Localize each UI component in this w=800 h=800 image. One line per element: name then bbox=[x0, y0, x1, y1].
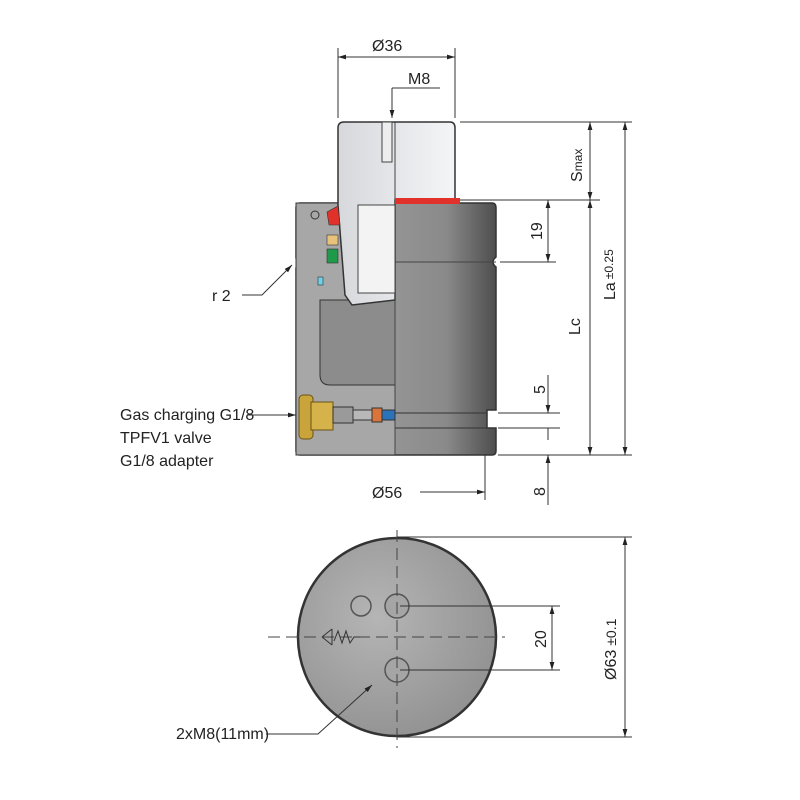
dim-stroke: Smax bbox=[569, 149, 586, 182]
dim-5: 5 bbox=[532, 385, 549, 394]
seal-red-band bbox=[395, 198, 460, 204]
dim-20: 20 bbox=[533, 630, 550, 648]
rod-inner bbox=[357, 204, 396, 294]
dim-radius: r 2 bbox=[212, 288, 231, 305]
dim-body-diameter: Ø56 bbox=[372, 485, 402, 502]
gas-label-line: G1/8 adapter bbox=[120, 453, 214, 470]
seal-blue bbox=[317, 276, 324, 286]
dimensions-side: Ø36 M8 Smax 19 Lc La±0.25 5 8 Ø56 r 2 Ga… bbox=[120, 38, 632, 505]
gas-charging-label: Gas charging G1/8 TPFV1 valve G1/8 adapt… bbox=[120, 407, 254, 470]
holes-label: 2xM8(11mm) bbox=[176, 726, 269, 743]
dim-la: La±0.25 bbox=[602, 249, 619, 300]
hole-small bbox=[350, 595, 372, 617]
dim-19: 19 bbox=[529, 222, 546, 240]
dim-lc: Lc bbox=[567, 318, 584, 335]
o-ring bbox=[310, 210, 320, 220]
charging-valve bbox=[298, 394, 396, 440]
rod-slot bbox=[381, 121, 393, 163]
inner-cavity bbox=[319, 299, 396, 386]
dim-rod-diameter: Ø36 bbox=[372, 38, 402, 55]
side-view bbox=[295, 121, 497, 456]
dim-thread: M8 bbox=[408, 71, 430, 88]
seal-tan bbox=[326, 234, 339, 246]
seal-red-wiper bbox=[326, 205, 341, 226]
seal-green bbox=[326, 248, 339, 264]
gas-label-line: Gas charging G1/8 bbox=[120, 407, 254, 424]
bottom-view: 20 Ø63±0.1 2xM8(11mm) bbox=[176, 530, 632, 748]
dim-disc-diameter: Ø63±0.1 bbox=[603, 618, 620, 680]
valve-symbol-icon bbox=[321, 628, 360, 646]
dim-8: 8 bbox=[532, 487, 549, 496]
gas-label-line: TPFV1 valve bbox=[120, 430, 212, 447]
